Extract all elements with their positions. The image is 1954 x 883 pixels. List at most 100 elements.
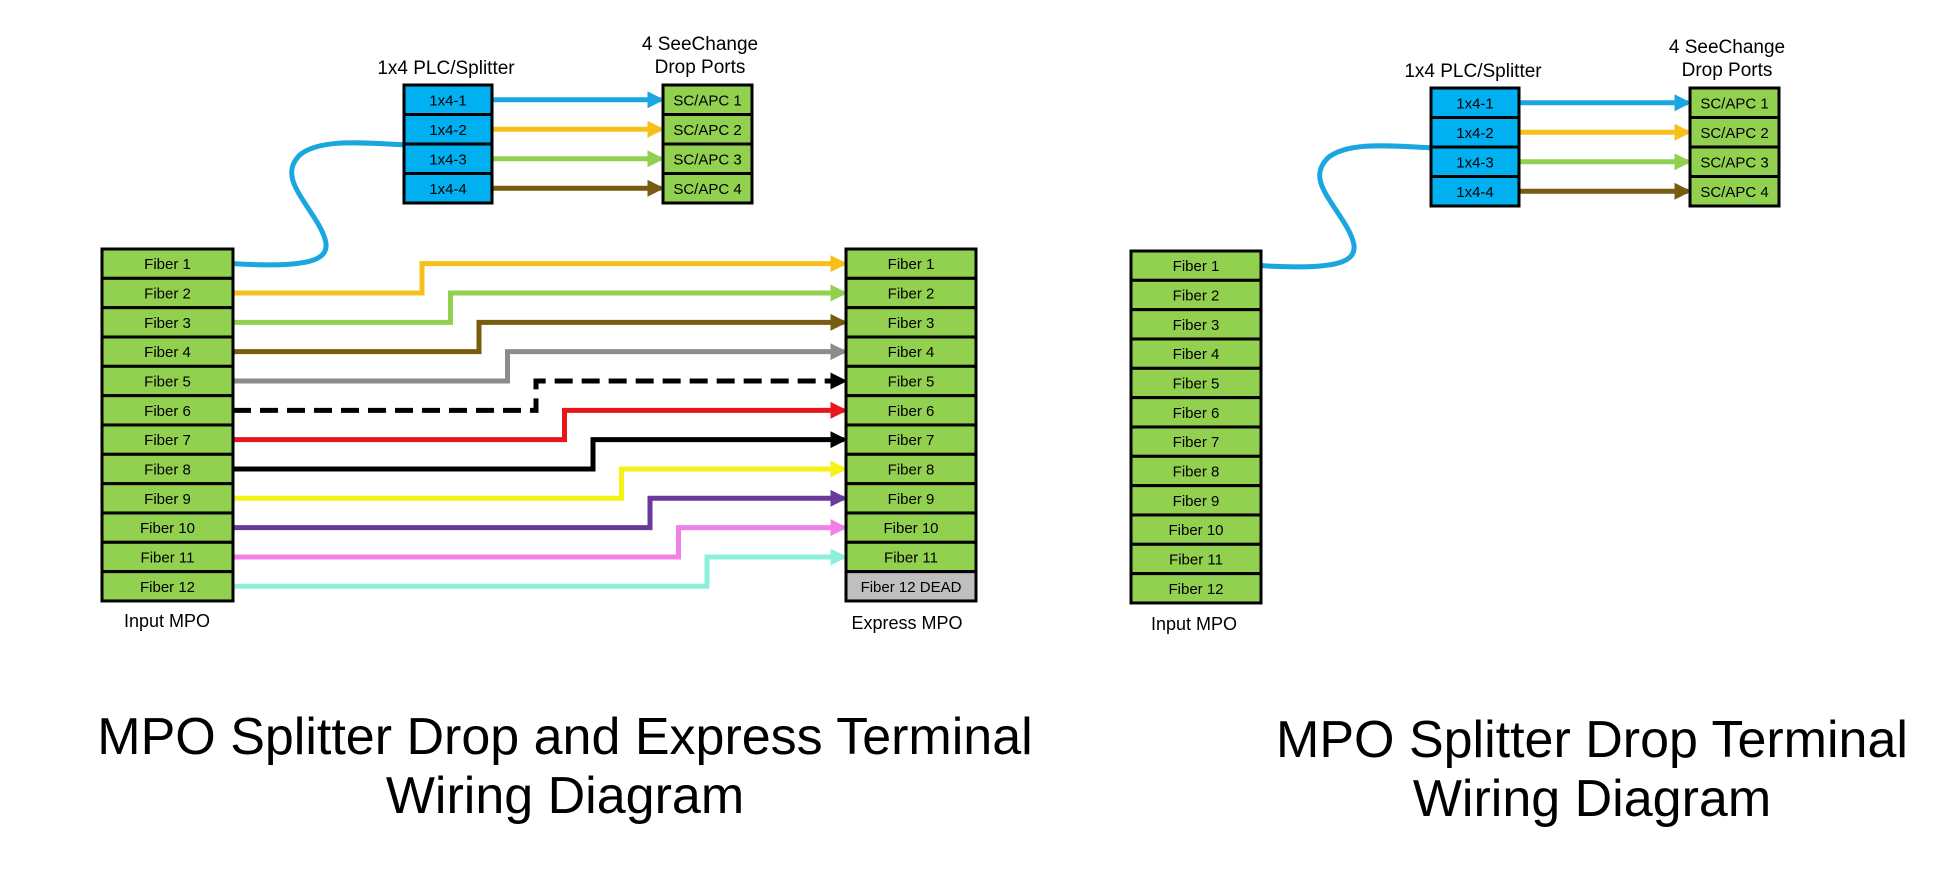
left-express-fiber-label-6: Fiber 6 [888,403,935,420]
right-drop-port-label-3: SC/APC 3 [1700,154,1768,171]
left-input-fiber-cell-2 [100,276,235,310]
left-express-fiber-cell-12 [844,570,978,603]
left-express-fiber-label-9: Fiber 9 [888,491,935,508]
right-splitter-port-label-4: 1x4-4 [1456,184,1494,201]
left-express-wire-2 [233,255,848,296]
right-input-fiber-label-1: Fiber 1 [1173,258,1220,275]
left-input-fiber-label-1: Fiber 1 [144,256,191,273]
wires-layer [232,91,1692,589]
right-input-fiber-label-2: Fiber 2 [1173,287,1220,304]
left-input-fiber-cell-5 [100,364,235,398]
left-input-fiber-cell-9 [100,482,235,515]
right-splitter-port-cell-4 [1429,175,1521,208]
left-fiber1-to-splitter [232,140,405,268]
left-input-fiber-cell-12 [100,570,235,603]
left-express-wire-7 [233,401,848,443]
left-express-fiber-label-8: Fiber 8 [888,461,935,478]
left-input-fiber-cell-7 [100,423,235,456]
left-express-wire-8 [233,431,848,472]
right-drop-port-label-1: SC/APC 1 [1700,95,1768,112]
right-title-line1: MPO Splitter Drop Terminal [1276,711,1908,769]
right-input-fiber-cell-2 [1129,278,1263,312]
left-express-wire-11 [233,519,848,560]
left-drop-header-line2: Drop Ports [655,57,746,78]
left-drop-port-cell-4 [661,172,754,205]
right-splitter-header: 1x4 PLC/Splitter [1404,61,1542,82]
right-input-fiber-label-11: Fiber 11 [1169,551,1223,568]
right-drop-port-label-4: SC/APC 4 [1700,184,1768,201]
right-input-fiber-cell-8 [1129,454,1263,488]
right-drop-port-label-2: SC/APC 2 [1700,125,1768,142]
right-input-fiber-label-8: Fiber 8 [1173,463,1220,480]
left-express-fiber-label-11: Fiber 11 [884,549,938,566]
left-input-fiber-label-10: Fiber 10 [140,520,195,537]
right-drop-header-line1: 4 SeeChange [1669,37,1785,58]
left-input-fiber-label-2: Fiber 2 [144,285,191,302]
left-drop-header-line1: 4 SeeChange [642,34,758,55]
left-input-fiber-label-11: Fiber 11 [141,549,195,566]
left-input-fiber-cell-8 [100,452,235,486]
left-input-fiber-label-7: Fiber 7 [144,432,191,449]
left-input-fiber-label-8: Fiber 8 [144,461,191,478]
right-splitter-port-label-2: 1x4-2 [1456,125,1494,142]
right-splitter-port-label-3: 1x4-3 [1456,154,1494,171]
left-drop-port-label-4: SC/APC 4 [673,181,741,198]
left-input-fiber-label-3: Fiber 3 [144,315,191,332]
left-express-fiber-cell-8 [844,452,978,486]
left-express-fiber-cell-11 [844,540,978,574]
left-express-wire-6 [233,372,848,413]
right-input-fiber-label-5: Fiber 5 [1173,375,1220,392]
left-input-fiber-cell-10 [100,511,235,544]
right-splitter-port-label-1: 1x4-1 [1456,95,1494,112]
right-input-fiber-cell-9 [1129,484,1263,517]
left-input-caption: Input MPO [124,611,210,631]
left-splitter-header: 1x4 PLC/Splitter [377,58,515,79]
left-express-fiber-label-4: Fiber 4 [888,344,935,361]
left-express-wire-9 [233,460,848,501]
left-drop-port-label-1: SC/APC 1 [673,92,741,109]
left-express-wire-12 [233,548,848,589]
left-splitter-port-cell-4 [402,172,494,205]
right-input-fiber-cell-4 [1129,337,1263,370]
left-title-line2: Wiring Diagram [386,767,744,825]
right-input-fiber-label-12: Fiber 12 [1168,581,1223,598]
left-express-fiber-cell-1 [844,247,978,280]
left-express-fiber-label-12: Fiber 12 DEAD [861,579,962,596]
left-express-fiber-cell-10 [844,511,978,544]
left-express-wire-10 [233,489,848,531]
right-input-fiber-cell-12 [1129,572,1263,605]
left-title-line1: MPO Splitter Drop and Express Terminal [97,708,1032,766]
left-splitter-port-label-4: 1x4-4 [429,181,467,198]
left-express-caption: Express MPO [851,613,962,633]
left-express-wire-3 [233,284,848,325]
left-splitter-port-label-1: 1x4-1 [429,92,467,109]
right-input-fiber-label-3: Fiber 3 [1173,317,1220,334]
right-input-fiber-cell-10 [1129,513,1263,546]
labels-layer: 1x4 PLC/Splitter 4 SeeChange Drop Ports … [97,34,1908,828]
left-drop-port-label-2: SC/APC 2 [673,122,741,139]
left-input-fiber-label-12: Fiber 12 [140,579,195,596]
right-drop-port-cell-4 [1688,175,1781,208]
left-express-fiber-label-5: Fiber 5 [888,373,935,390]
left-input-fiber-cell-11 [100,540,235,574]
left-drop-port-label-3: SC/APC 3 [673,151,741,168]
left-express-fiber-label-10: Fiber 10 [883,520,938,537]
left-input-fiber-label-6: Fiber 6 [144,403,191,420]
right-title-line2: Wiring Diagram [1413,770,1771,828]
right-fiber1-to-splitter [1260,143,1432,270]
left-express-wire-4 [233,313,848,355]
right-splitter-port-cell-2 [1429,116,1521,149]
right-input-fiber-label-7: Fiber 7 [1173,434,1220,451]
left-express-fiber-label-7: Fiber 7 [888,432,935,449]
right-drop-header-line2: Drop Ports [1682,60,1773,81]
right-splitter-port-cell-3 [1429,145,1521,178]
left-input-fiber-label-5: Fiber 5 [144,373,191,390]
right-input-fiber-label-9: Fiber 9 [1173,493,1220,510]
left-input-fiber-label-9: Fiber 9 [144,491,191,508]
left-splitter-port-label-2: 1x4-2 [429,122,467,139]
right-input-fiber-label-10: Fiber 10 [1168,522,1223,539]
left-express-fiber-cell-5 [844,364,978,398]
right-input-fiber-label-6: Fiber 6 [1173,405,1220,422]
